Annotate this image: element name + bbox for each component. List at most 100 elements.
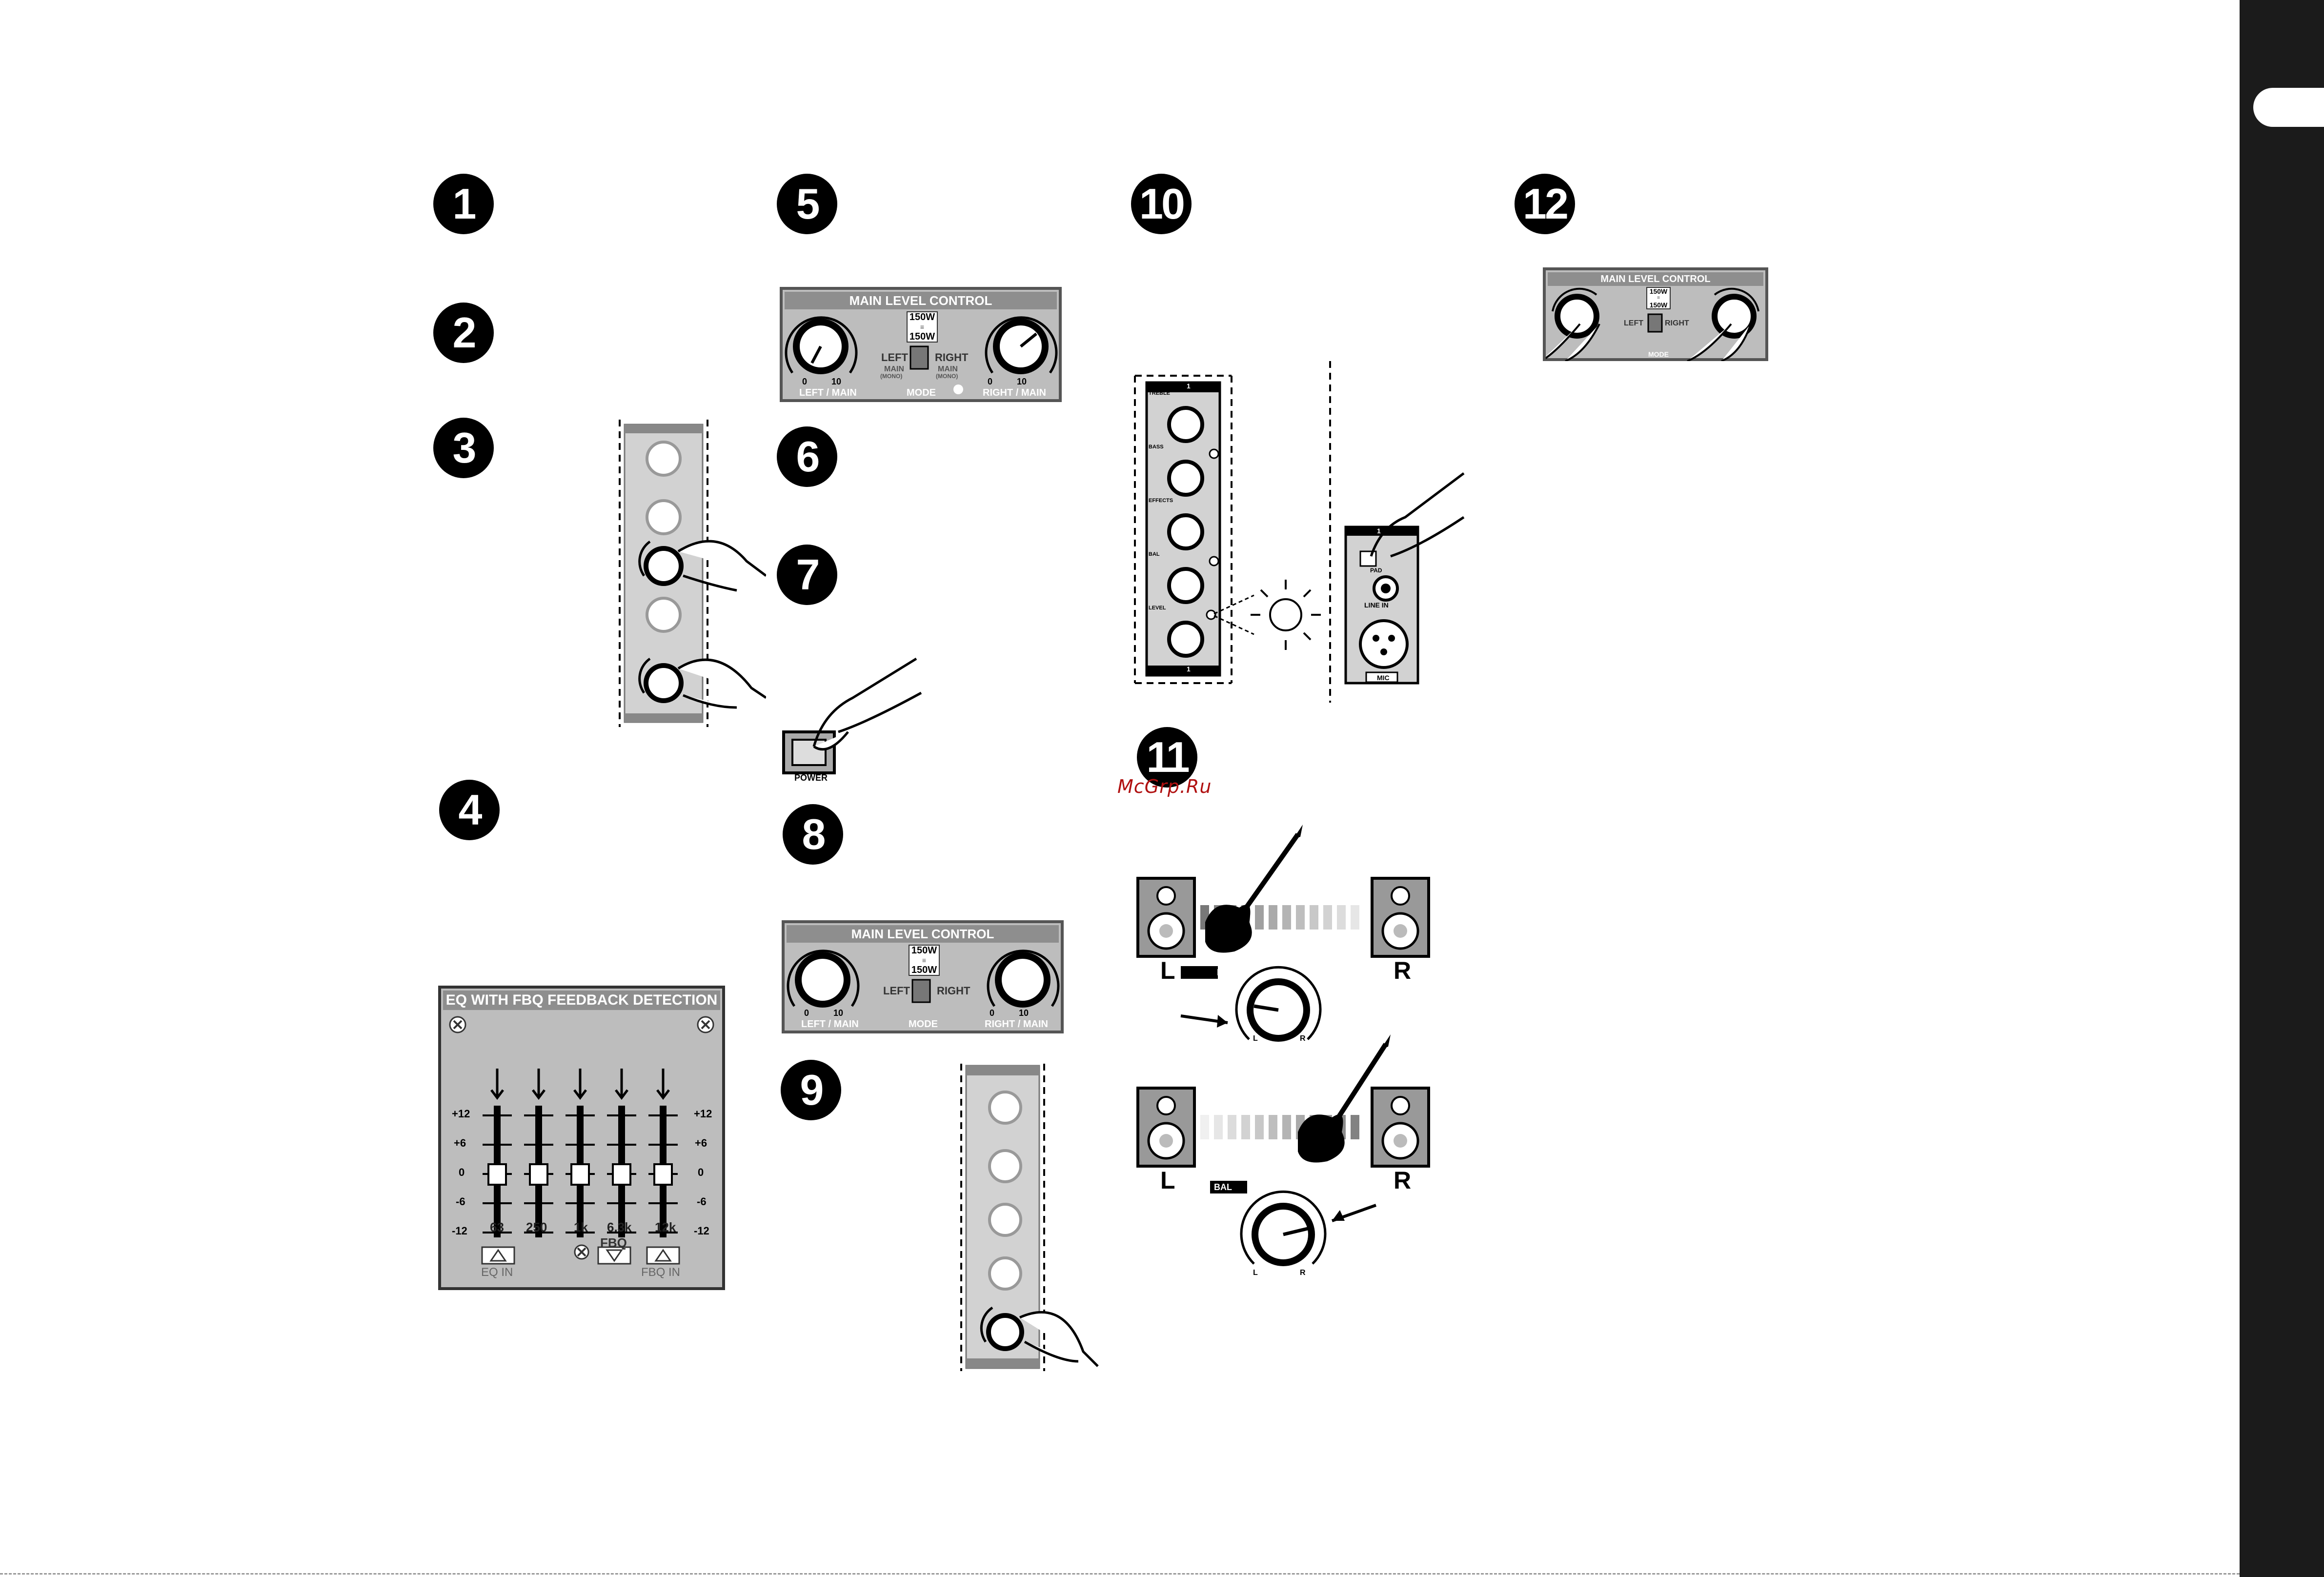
eq-scale-right-0: +12 (694, 1108, 712, 1120)
watt-top: 150W (909, 312, 935, 323)
fbq-in-label: FBQ IN (641, 1266, 681, 1279)
mode-right-3: RIGHT (1665, 319, 1689, 327)
page-edge-line (0, 1573, 2240, 1575)
eq-band-250: 250 (526, 1220, 547, 1234)
eq-scale-left-0: +12 (452, 1108, 470, 1120)
balance-illustration (1136, 825, 1430, 1266)
bal-knob-r-bottom: R (1300, 1269, 1306, 1277)
step-1-badge: 1 (433, 174, 494, 234)
strip10-bass: BASS (1149, 444, 1164, 450)
watt-top-2: 150W (911, 945, 937, 956)
bal-knob-l-top: L (1253, 1034, 1258, 1043)
fbq-arrow-0 (490, 1069, 504, 1100)
main-level-control-panel-step5: MAIN LEVEL CONTROL 150W ≡ 150W LEFT RIGH… (780, 287, 1062, 402)
eq-scale-left-1: +6 (454, 1137, 466, 1149)
eq-band-63: 63 (490, 1220, 504, 1234)
speaker-right-label-top: R (1394, 957, 1412, 984)
step-11-badge: 11 (1137, 727, 1197, 788)
step-3-badge: 3 (433, 418, 494, 478)
eq-in-label: EQ IN (481, 1266, 513, 1279)
fbq-label: FBQ (600, 1235, 627, 1250)
step-7-badge: 7 (777, 545, 837, 605)
eq-band-1k: 1k (574, 1220, 588, 1234)
fader-cap-0[interactable] (487, 1163, 507, 1186)
mode-label-3: MODE (1648, 350, 1669, 358)
mode-right: RIGHT (935, 351, 969, 364)
watt-bottom: 150W (909, 331, 935, 342)
left-scale-min: 0 (802, 377, 808, 386)
main-level-control-panel-step12: MAIN LEVEL CONTROL 150W ≡ 150W LEFT RIGH… (1543, 267, 1768, 361)
side-bar (2240, 0, 2324, 1577)
input-pad: PAD (1370, 567, 1382, 574)
bal-label-bottom: BAL (1214, 1182, 1232, 1192)
watt-bottom-2: 150W (911, 965, 937, 975)
sound-fade-block (1269, 1115, 1277, 1139)
step-4-badge: 4 (439, 780, 500, 840)
strip10-number-bottom: 1 (1187, 665, 1191, 673)
fader-cap-3[interactable] (612, 1163, 631, 1186)
eq-scale-left-4: -12 (452, 1225, 467, 1237)
fader-cap-2[interactable] (570, 1163, 590, 1186)
strip10-effects: EFFECTS (1149, 498, 1173, 504)
left-main-label-2: LEFT / MAIN (801, 1019, 859, 1030)
right-scale-min-2: 0 (990, 1008, 995, 1018)
step-5-badge: 5 (777, 174, 837, 234)
right-scale-max: 10 (1017, 377, 1027, 386)
watt-top-3: 150W (1649, 287, 1668, 295)
channel-strip-step9 (960, 1064, 1099, 1371)
right-main-label-2: RIGHT / MAIN (985, 1019, 1048, 1030)
eq-scale-right-1: +6 (695, 1137, 707, 1149)
strip10-number: 1 (1187, 382, 1191, 390)
sound-fade-block (1310, 905, 1318, 930)
mode-mono-right: (MONO) (936, 373, 958, 380)
fbq-arrow-4 (656, 1069, 670, 1100)
bal-knob-r-top: R (1300, 1034, 1306, 1043)
bal-knob-l-bottom: L (1253, 1269, 1258, 1277)
watt-bottom-3: 150W (1649, 301, 1668, 309)
fader-cap-4[interactable] (653, 1163, 673, 1186)
mode-main: MAIN (884, 365, 904, 373)
eq-title: EQ WITH FBQ FEEDBACK DETECTION (443, 991, 720, 1010)
step-10-badge: 10 (1131, 174, 1192, 234)
mode-left: LEFT (881, 351, 908, 364)
side-tab (2253, 88, 2324, 127)
power-label: POWER (794, 773, 828, 783)
eq-fbq-panel: EQ WITH FBQ FEEDBACK DETECTION +12 +6 0 … (438, 986, 725, 1290)
sound-fade-block (1323, 905, 1332, 930)
fbq-arrow-2 (573, 1069, 587, 1100)
eq-scale-right-4: -12 (694, 1225, 709, 1237)
left-scale-max: 10 (831, 377, 842, 386)
step-12-badge: 12 (1515, 174, 1575, 234)
step-2-badge: 2 (433, 303, 494, 363)
sound-fade-block (1255, 1115, 1264, 1139)
main-level-control-title-2: MAIN LEVEL CONTROL (787, 925, 1059, 943)
mode-mono: (MONO) (880, 373, 903, 380)
eq-band-12k: 12k (655, 1220, 676, 1234)
mode-left-2: LEFT (883, 985, 910, 997)
sound-fade-block (1351, 1115, 1359, 1139)
main-level-control-title-3: MAIN LEVEL CONTROL (1548, 272, 1763, 286)
watermark: McGrp.Ru (1117, 776, 1212, 797)
channel-strip-step10 (1134, 361, 1465, 703)
speaker-left-label-bottom: L (1160, 1167, 1175, 1194)
sound-fade-block (1255, 905, 1264, 930)
channel-strip-step3 (619, 420, 766, 727)
left-scale-max-2: 10 (833, 1008, 844, 1018)
step-6-badge: 6 (777, 426, 837, 487)
speaker-left-label-top: L (1160, 957, 1175, 984)
sound-fade-block (1296, 905, 1305, 930)
fbq-arrow-1 (532, 1069, 546, 1100)
right-scale-min: 0 (988, 377, 993, 386)
sound-fade-block (1282, 905, 1291, 930)
sound-fade-block (1241, 1115, 1250, 1139)
main-level-control-panel-step8: MAIN LEVEL CONTROL 150W ≡ 150W LEFT RIGH… (782, 920, 1064, 1033)
bal-label-top: BAL (1217, 968, 1235, 977)
mode-left-3: LEFT (1624, 319, 1643, 327)
sound-fade-block (1214, 1115, 1223, 1139)
mode-label-2: MODE (909, 1019, 938, 1030)
fader-cap-1[interactable] (529, 1163, 548, 1186)
left-main-label: LEFT / MAIN (799, 387, 857, 398)
eq-band-6k3: 6.3k (607, 1220, 632, 1234)
sound-fade-block (1269, 905, 1277, 930)
eq-scale-left-3: -6 (456, 1195, 465, 1208)
